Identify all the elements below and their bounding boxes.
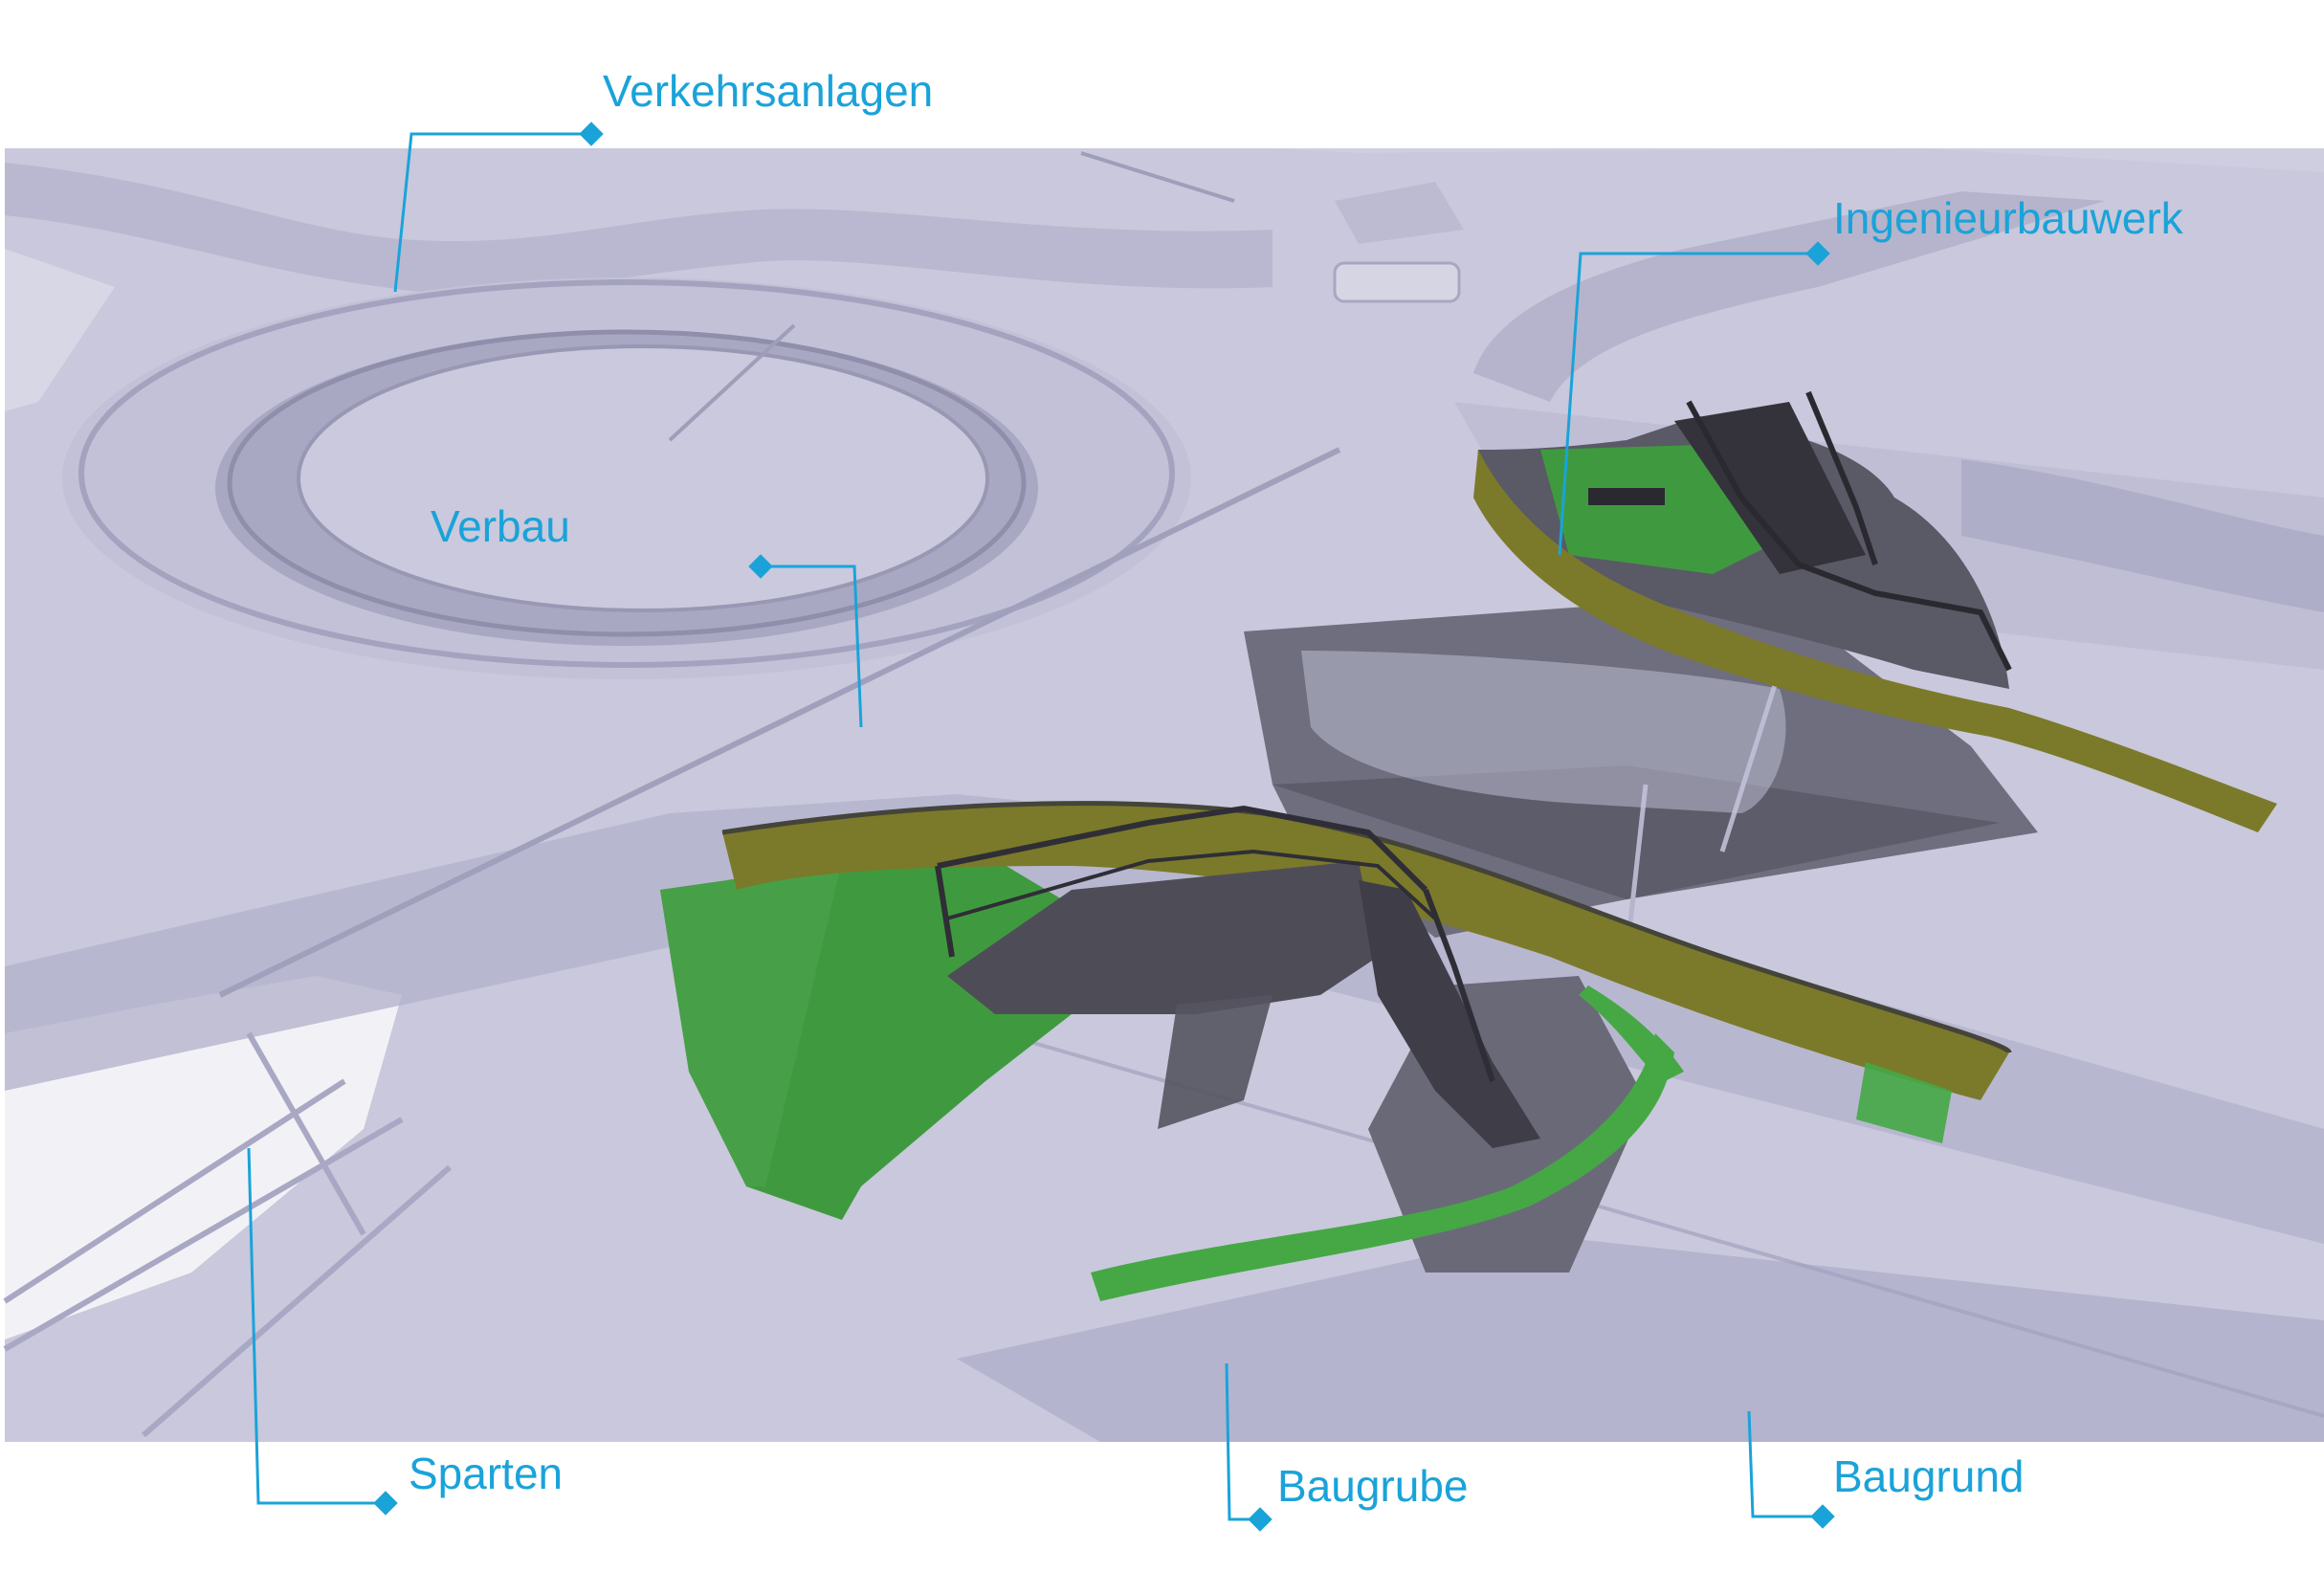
verkehrsanlagen-marker (579, 122, 604, 146)
baugrund-marker (1810, 1504, 1835, 1529)
verkehrsanlagen-leader (393, 132, 591, 293)
label-verbau: Verbau (431, 501, 570, 551)
left-bridge (660, 801, 2012, 1301)
label-verkehrsanlagen: Verkehrsanlagen (603, 66, 934, 116)
label-sparten: Sparten (409, 1449, 564, 1498)
ingenieurbauwerk-leader (1558, 252, 1818, 556)
label-ingenieurbauwerk: Ingenieurbauwerk (1833, 193, 2183, 243)
upper-right-island (1333, 182, 2324, 612)
right-bridge (1473, 390, 2277, 832)
verbau-marker (748, 554, 773, 579)
baugrund-leader (1747, 1410, 1823, 1518)
baugrube-marker (1248, 1507, 1273, 1532)
label-baugrube: Baugrube (1277, 1461, 1469, 1511)
sparten-leader (247, 1147, 386, 1505)
sparten-marker (373, 1491, 398, 1516)
label-baugrund: Baugrund (1833, 1451, 2025, 1501)
callout-lines (247, 132, 1823, 1521)
verbau-leader (761, 565, 863, 728)
